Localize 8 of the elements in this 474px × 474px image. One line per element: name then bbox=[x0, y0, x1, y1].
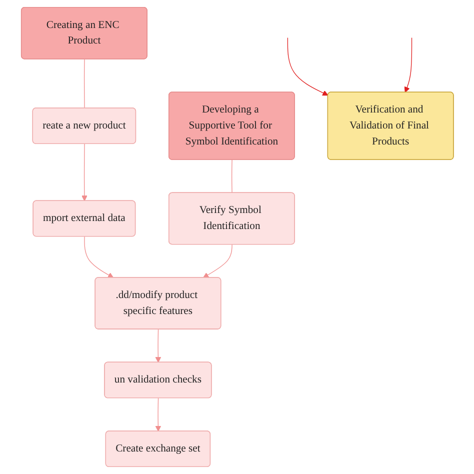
arrow bbox=[81, 144, 87, 202]
arrow bbox=[202, 244, 232, 278]
arrow bbox=[154, 329, 161, 363]
arrow bbox=[404, 37, 412, 93]
arrow bbox=[286, 37, 328, 96]
arrow bbox=[154, 398, 161, 432]
connector bbox=[231, 160, 232, 194]
arrow bbox=[84, 236, 114, 278]
